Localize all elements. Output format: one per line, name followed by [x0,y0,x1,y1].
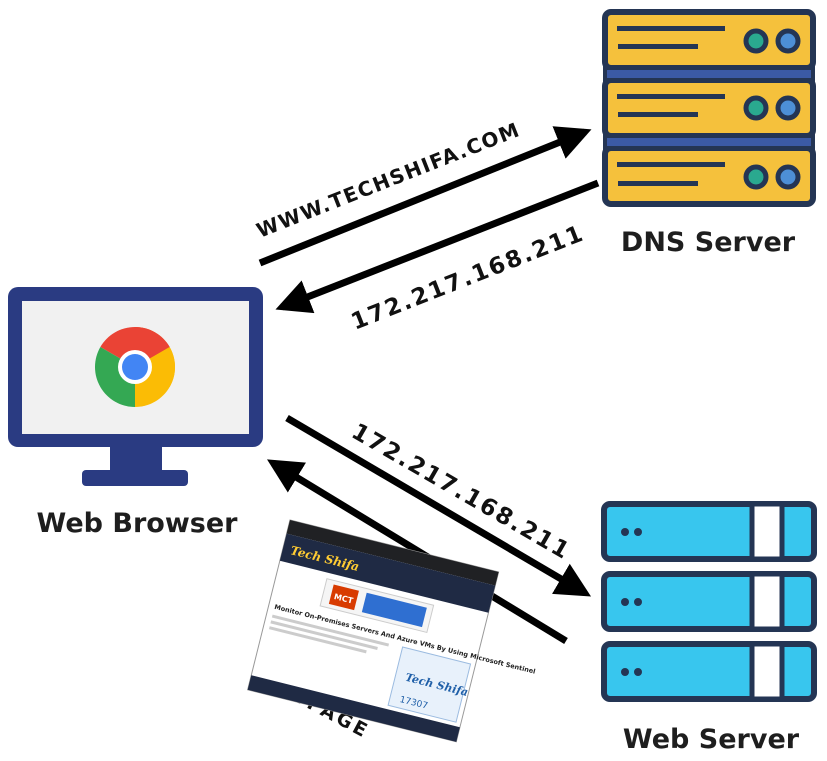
web-request-arrow [285,414,592,597]
chrome-icon [95,327,175,407]
web-server-label: Web Server [623,724,800,755]
dns-request-arrow [258,126,592,267]
web-browser-label: Web Browser [37,508,239,539]
dns-server-label: DNS Server [621,227,796,258]
dns-response-arrow [275,179,600,314]
webpage-thumbnail: Tech Shifa MCT Monitor On-Premises Serve… [247,519,536,743]
dns-server-icon [602,9,816,207]
web-server-icon [601,501,817,702]
dns-request-label: WWW.TECHSHIFA.COM [253,117,524,242]
